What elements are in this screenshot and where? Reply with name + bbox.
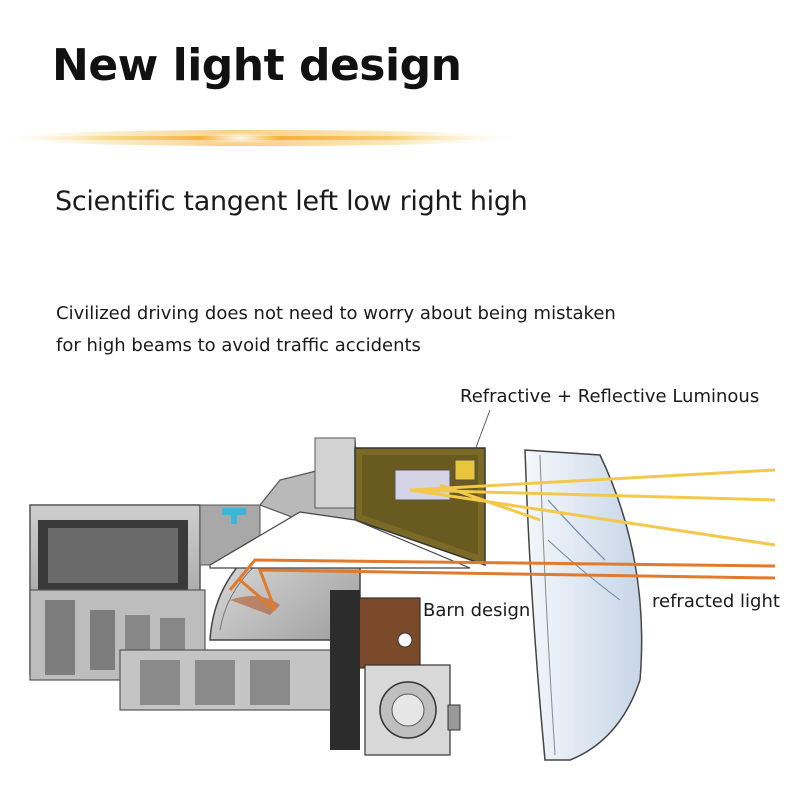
orange-beams <box>228 558 776 612</box>
upper-shell <box>259 437 361 521</box>
description-line-2: for high beams to avoid traffic accident… <box>56 335 421 356</box>
indicator-cyan-stem <box>231 514 237 524</box>
label-reflective: Refractive + Reflective Luminous <box>460 386 760 407</box>
barn-block <box>330 590 461 756</box>
headlight-cross-section-diagram <box>29 409 776 761</box>
projector-module <box>354 447 486 567</box>
callout-line <box>474 409 491 451</box>
description-line-1: Civilized driving does not need to worry… <box>56 303 616 324</box>
indicator-cyan <box>222 508 246 515</box>
subtitle: Scientific tangent left low right high <box>55 186 528 217</box>
rear-housing <box>29 504 341 711</box>
label-barn: Barn design <box>423 600 531 621</box>
accent-glow-line <box>0 130 520 146</box>
page-title: New light design <box>52 40 462 91</box>
yellow-beams <box>409 468 776 547</box>
cutoff-shield <box>209 511 471 569</box>
label-refracted: refracted light <box>652 591 780 612</box>
description: Civilized driving does not need to worry… <box>56 298 616 362</box>
